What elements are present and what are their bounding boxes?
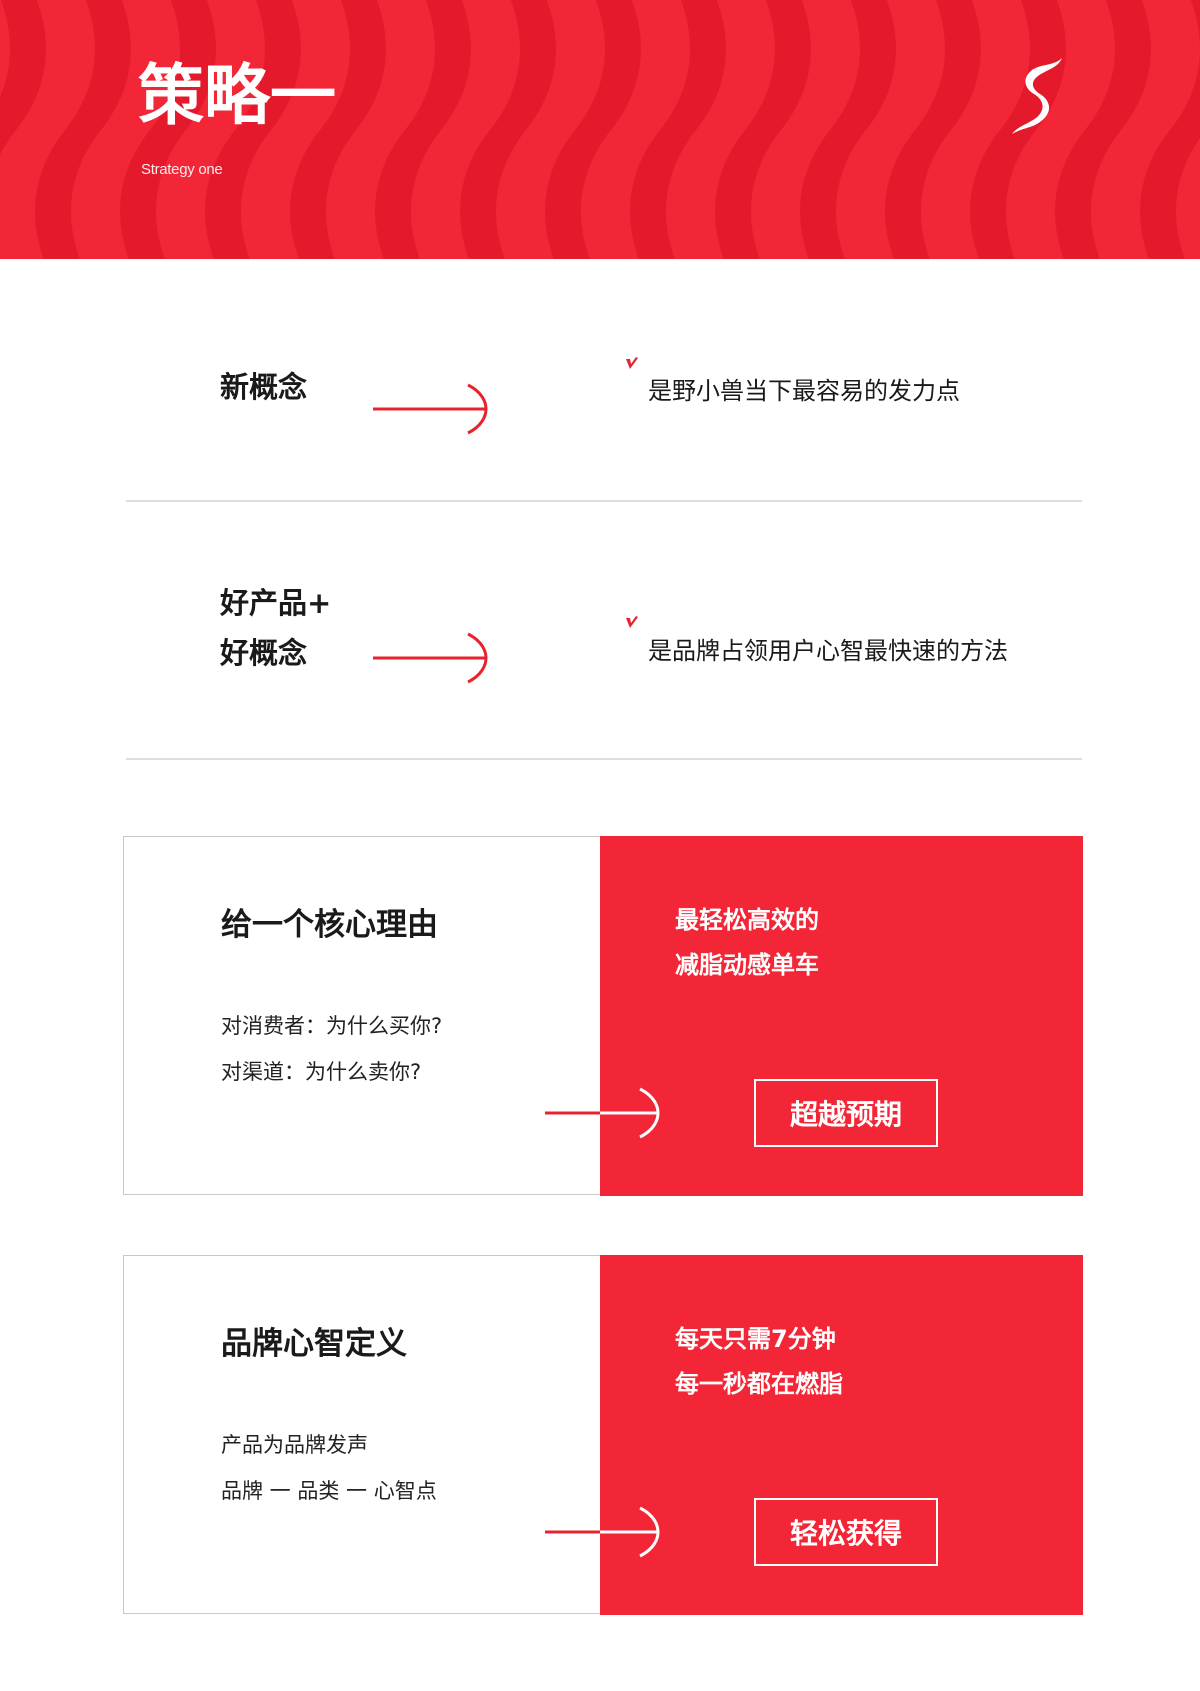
arrow-right-icon [373,632,488,684]
highlight-line: 最轻松高效的 [675,905,819,934]
highlight-line: 每天只需7分钟 [675,1324,836,1353]
card-title: 给一个核心理由 [221,907,438,943]
row-heading-new-concept: 新概念 [220,362,307,412]
row-text: 是野小兽当下最容易的发力点 [648,377,960,405]
card-line: 产品为品牌发声 [221,1433,368,1457]
page-title: 策略一 [138,57,336,134]
row-heading-line: 好产品+ [220,586,332,620]
header-banner: 策略一 Strategy one [0,0,1200,259]
card-core-reason: 给一个核心理由 对消费者：为什么买你? 对渠道：为什么卖你? 最轻松高效的 减脂… [123,835,1083,1196]
arrow-right-icon [545,1087,660,1139]
highlight-panel: 最轻松高效的 减脂动感单车 超越预期 [600,835,1083,1196]
card-line: 对消费者：为什么买你? [221,1014,443,1038]
card-brand-mind-definition: 品牌心智定义 产品为品牌发声 品牌 一 品类 一 心智点 每天只需7分钟 每一秒… [123,1254,1083,1615]
highlight-line: 每一秒都在燃脂 [675,1369,843,1398]
card-line: 品牌 一 品类 一 心智点 [221,1479,437,1503]
s-swoosh-logo-icon [1012,58,1062,134]
exceed-expectations-button[interactable]: 超越预期 [754,1078,938,1147]
red-tick-icon [626,616,638,628]
highlight-line: 减脂动感单车 [675,950,819,979]
row-text: 是品牌占领用户心智最快速的方法 [648,637,1008,665]
page-subtitle: Strategy one [141,161,223,178]
row-heading-good-product-concept: 好产品+ 好概念 [220,578,331,678]
row-heading-line: 好概念 [220,636,308,670]
red-tick-icon [626,357,638,369]
divider [126,758,1082,760]
highlight-panel: 每天只需7分钟 每一秒都在燃脂 轻松获得 [600,1254,1083,1615]
arrow-right-icon [373,383,488,435]
easy-gain-button[interactable]: 轻松获得 [754,1497,938,1566]
divider [126,500,1082,502]
arrow-right-icon [545,1506,660,1558]
row-heading-line: 新概念 [220,370,308,404]
card-line: 对渠道：为什么卖你? [221,1060,422,1084]
card-title: 品牌心智定义 [221,1326,407,1362]
